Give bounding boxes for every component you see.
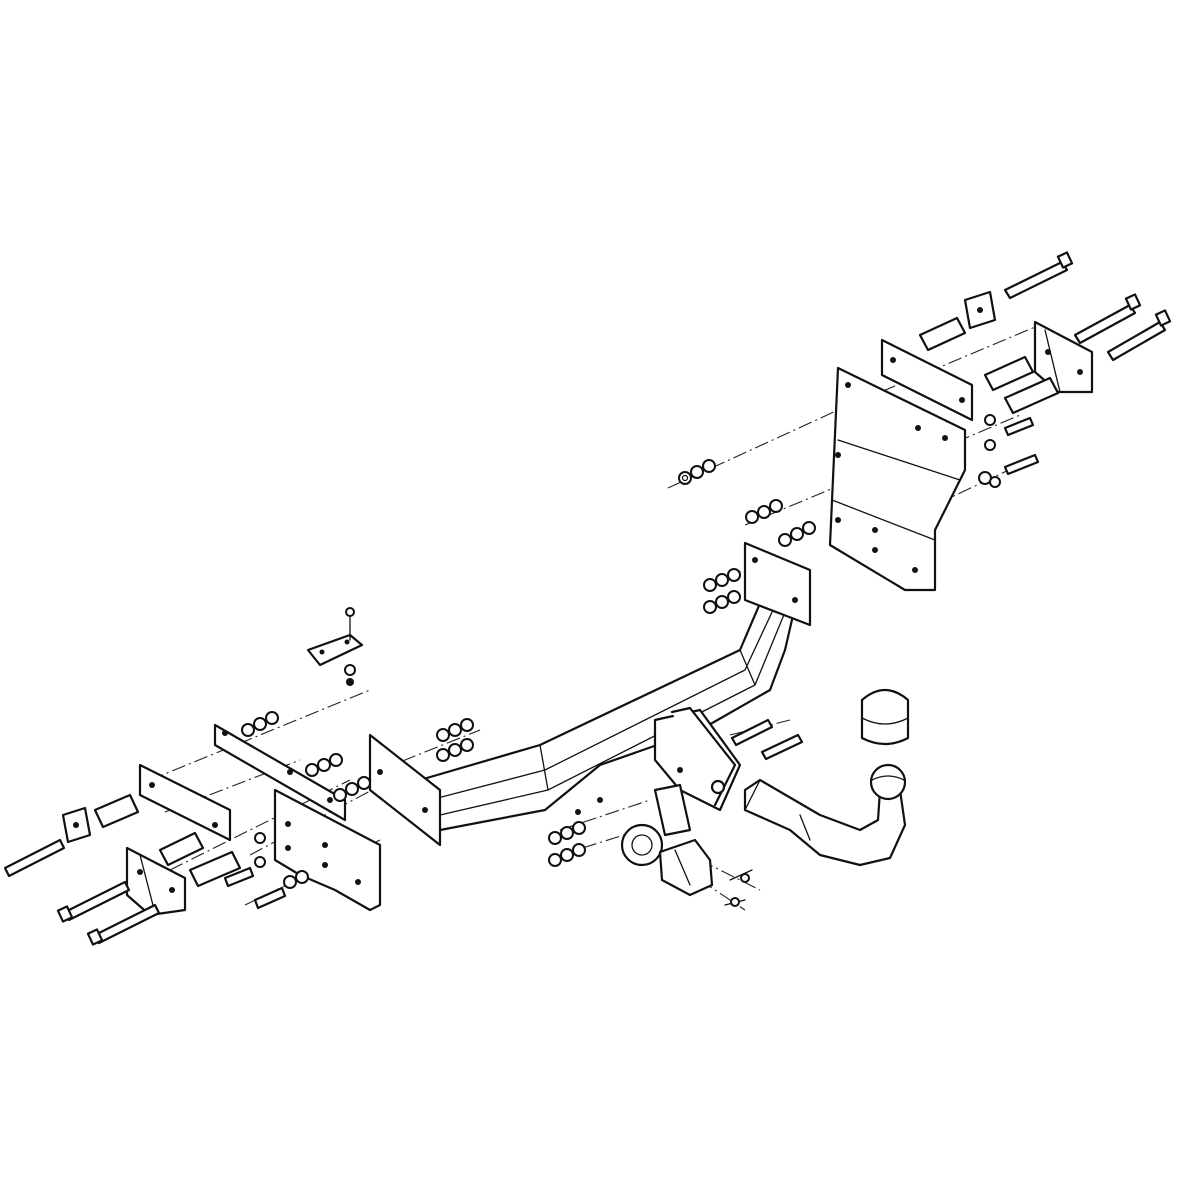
strap-bracket bbox=[306, 607, 364, 686]
left-brackets bbox=[125, 723, 382, 917]
right-angle-bracket bbox=[1033, 320, 1094, 394]
right-bracket bbox=[828, 338, 974, 592]
tow-ball bbox=[743, 763, 907, 867]
fasteners bbox=[3, 251, 1172, 946]
ball-cap bbox=[860, 688, 910, 746]
electrical-socket bbox=[620, 783, 753, 906]
